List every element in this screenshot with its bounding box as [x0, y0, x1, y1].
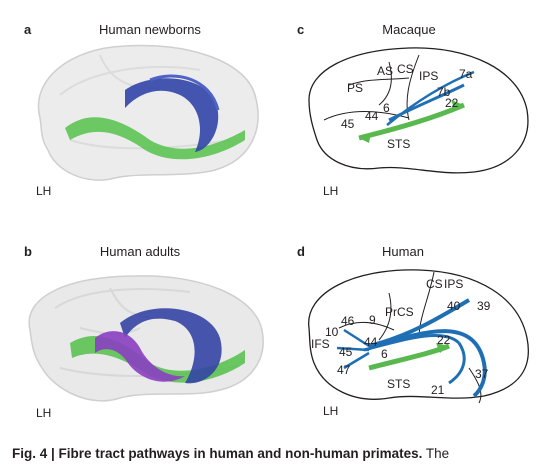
panel-letter: a [24, 22, 32, 37]
label-cs: CS [397, 62, 414, 76]
newborn-brain-render [37, 44, 259, 181]
macaque-brain-diagram: PS AS CS IPS 7a 7b 22 6 44 45 STS [308, 47, 529, 174]
hemisphere-label: LH [323, 404, 339, 418]
label-44: 44 [364, 335, 378, 349]
label-10: 10 [325, 325, 339, 339]
adult-brain-render [28, 275, 264, 402]
label-7b: 7b [437, 85, 451, 99]
label-44: 44 [365, 109, 379, 123]
human-brain-diagram: CS IPS PrCS 40 39 9 46 10 IFS 44 45 47 6… [308, 269, 529, 404]
caption-title: Fibre tract pathways in human and non-hu… [58, 446, 423, 461]
panel-b: b Human adults LH [0, 218, 269, 436]
hemisphere-label: LH [36, 406, 52, 420]
label-sts: STS [387, 377, 410, 391]
label-sts: STS [387, 137, 410, 151]
label-9: 9 [369, 313, 376, 327]
figure-caption: Fig. 4 | Fibre tract pathways in human a… [12, 446, 449, 461]
label-22: 22 [445, 96, 459, 110]
panel-title: Human [382, 244, 424, 259]
label-cs: CS [426, 277, 443, 291]
label-7a: 7a [459, 67, 473, 81]
label-37: 37 [475, 367, 489, 381]
label-ips: IPS [419, 69, 438, 83]
panel-letter: c [297, 22, 305, 37]
caption-continuation: The [425, 446, 450, 461]
panel-title: Macaque [382, 22, 436, 37]
panel-c: c Macaque PS AS CS IPS 7a 7b 22 6 44 45 … [269, 0, 538, 218]
label-21: 21 [431, 383, 445, 397]
label-6: 6 [381, 347, 388, 361]
panel-letter: d [297, 244, 305, 259]
panel-letter: b [24, 244, 32, 259]
panel-d: d Human CS IPS PrCS 40 39 9 46 10 IFS 44… [269, 218, 538, 436]
label-6: 6 [383, 101, 390, 115]
label-46: 46 [341, 314, 355, 328]
hemisphere-label: LH [36, 184, 52, 198]
label-40: 40 [447, 299, 461, 313]
label-45: 45 [339, 345, 353, 359]
caption-fig-number: Fig. 4 | [12, 446, 55, 461]
label-39: 39 [477, 299, 491, 313]
panel-title: Human newborns [99, 22, 201, 37]
label-ips: IPS [444, 277, 463, 291]
label-ifs: IFS [311, 337, 330, 351]
panel-a: a Human newborns LH [0, 0, 269, 218]
label-prcs: PrCS [385, 305, 414, 319]
label-as: AS [377, 64, 393, 78]
panel-title: Human adults [99, 244, 181, 259]
label-ps: PS [347, 81, 363, 95]
label-47: 47 [337, 363, 351, 377]
label-22: 22 [437, 333, 451, 347]
hemisphere-label: LH [323, 184, 339, 198]
label-45: 45 [341, 117, 355, 131]
